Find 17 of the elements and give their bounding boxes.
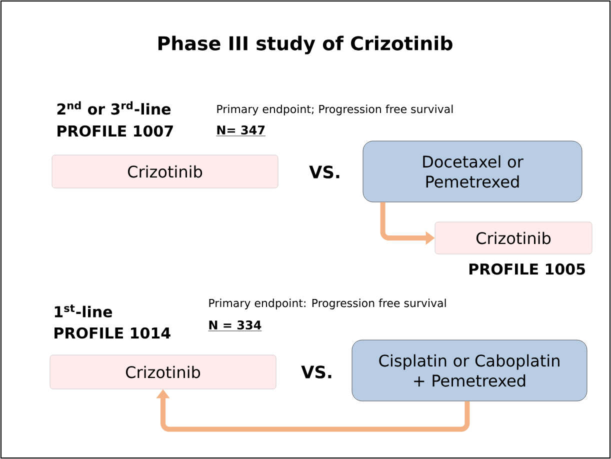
comparator-box: Docetaxel or Pemetrexed <box>362 140 582 202</box>
trial-label: PROFILE 1005 <box>469 263 585 275</box>
drug-box: Crizotinib <box>50 354 276 390</box>
trial-label: 2$^{nd}$ or 3$^{rd}$-line <box>57 101 171 115</box>
endpoint-note: Primary endpoint: Progression free survival <box>209 298 446 310</box>
sample-size: N= 347 <box>216 125 266 136</box>
trial-label: PROFILE 1007 <box>58 125 173 137</box>
title: Phase III study of Crizotinib <box>158 36 452 54</box>
drug-box: Crizotinib <box>52 154 278 188</box>
trial-label: 1$^{st}$-line <box>54 304 112 318</box>
drug-box: Crizotinib <box>434 222 592 254</box>
versus-label: VS. <box>309 166 340 178</box>
endpoint-note: Primary endpoint; Progression free survival <box>217 104 453 116</box>
versus-label: VS. <box>301 366 332 378</box>
trial-label: PROFILE 1014 <box>54 327 170 339</box>
sample-size: N = 334 <box>208 320 262 332</box>
comparator-box: Cisplatin or Caboplatin + Pemetrexed <box>352 340 588 402</box>
